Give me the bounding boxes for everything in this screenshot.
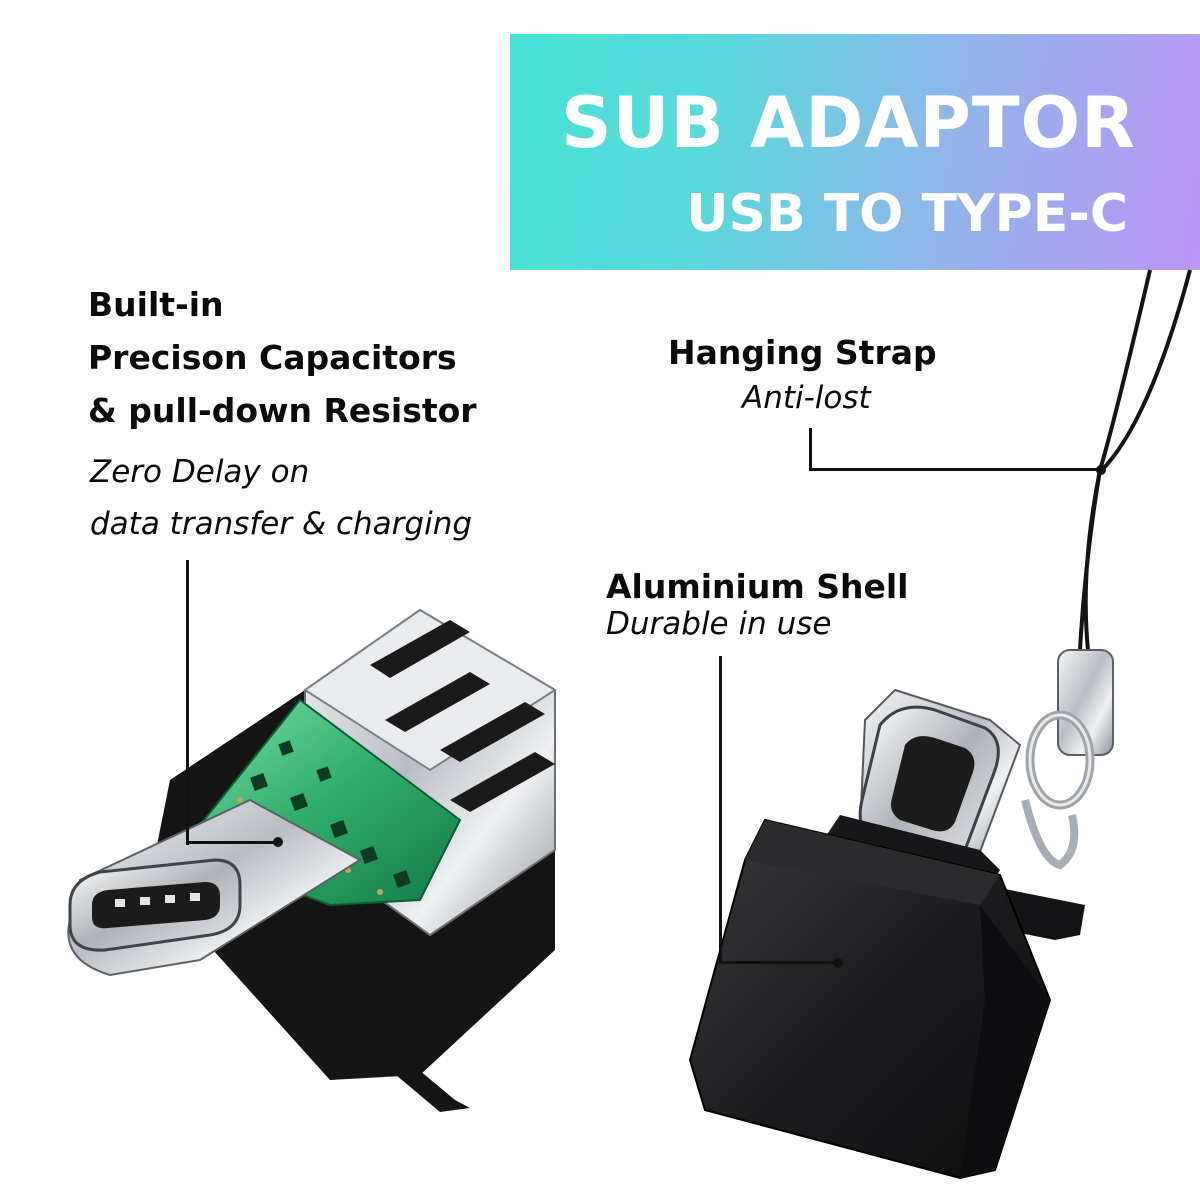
capacitor-desc-line: Zero Delay on (90, 454, 310, 490)
strap-leader-vertical (809, 428, 812, 471)
banner-title: SUB ADAPTOR (561, 82, 1136, 164)
strap-leader-horizontal (809, 468, 1103, 471)
strap-title: Hanging Strap (668, 333, 937, 372)
usb-slot (450, 752, 555, 812)
usb-slot (440, 702, 545, 762)
shell-leader-vertical (719, 656, 722, 964)
banner-subtitle: USB TO TYPE-C (686, 184, 1128, 244)
closed-adaptor (688, 269, 1192, 1180)
capacitor-title: Built-in Precison Capacitors & pull-down… (88, 278, 477, 437)
shell-title: Aluminium Shell (606, 567, 909, 606)
strap-description: Anti-lost (742, 380, 871, 416)
shell-description: Durable in use (606, 606, 832, 642)
capacitor-title-line: Built-in (88, 285, 224, 324)
open-adaptor (67, 608, 557, 1112)
capacitor-desc-line: data transfer & charging (90, 506, 473, 542)
capacitor-title-line: Precison Capacitors (88, 338, 457, 377)
capacitor-description: Zero Delay on data transfer & charging (90, 446, 472, 550)
usb-slot (385, 672, 490, 732)
shell-leader-horizontal (719, 961, 840, 964)
capacitor-leader-vertical (186, 560, 189, 845)
capacitor-leader-horizontal (186, 841, 280, 844)
capacitor-title-line: & pull-down Resistor (88, 391, 477, 430)
title-banner: SUB ADAPTOR USB TO TYPE-C (510, 34, 1200, 270)
usb-slot (370, 620, 470, 678)
strap-cord (1078, 269, 1152, 651)
